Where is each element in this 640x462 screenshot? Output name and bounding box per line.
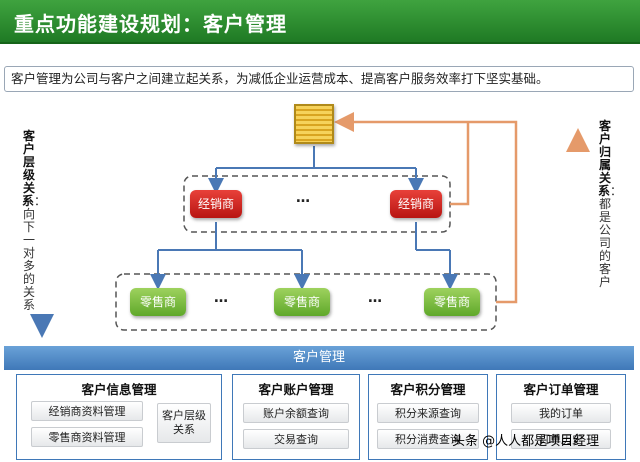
retailer-node: 零售商 bbox=[130, 288, 186, 316]
left-note-title: 客户层级关系 bbox=[22, 129, 35, 208]
left-note: 客户层级关系：向下一对多的关系 bbox=[22, 129, 46, 312]
right-note-title: 客户归属关系 bbox=[598, 119, 611, 198]
retailer-node: 零售商 bbox=[274, 288, 330, 316]
watermark: 头条 @人人都是项目经理 bbox=[452, 434, 600, 449]
distributor-node: 经销商 bbox=[190, 190, 242, 218]
order-history-button[interactable]: 订单历史 bbox=[511, 429, 611, 449]
panel-customer-orders: 客户订单管理 我的订单 订单历史 bbox=[496, 374, 626, 460]
right-note-text: ：都是公司的客户 bbox=[598, 184, 623, 289]
company-icon bbox=[294, 104, 334, 144]
points-source-button[interactable]: 积分来源查询 bbox=[377, 403, 479, 423]
feedback-arrow bbox=[334, 112, 518, 304]
panel-title: 客户积分管理 bbox=[390, 382, 466, 397]
transaction-query-button[interactable]: 交易查询 bbox=[243, 429, 349, 449]
right-note: 客户归属关系：都是公司的客户 bbox=[598, 119, 622, 289]
distributor-profile-button[interactable]: 经销商资料管理 bbox=[31, 401, 143, 421]
retailer-profile-button[interactable]: 零售商资料管理 bbox=[31, 427, 143, 447]
panel-customer-info: 客户信息管理 经销商资料管理 零售商资料管理 客户层级关系 bbox=[16, 374, 222, 460]
page-header: 重点功能建设规划：客户管理 bbox=[0, 0, 640, 44]
panel-title: 客户信息管理 bbox=[81, 382, 157, 397]
panel-customer-points: 客户积分管理 积分来源查询 积分消费查询 bbox=[368, 374, 488, 460]
points-spending-button[interactable]: 积分消费查询 bbox=[377, 429, 479, 449]
panel-title: 客户订单管理 bbox=[523, 382, 599, 397]
hierarchy-button[interactable]: 客户层级关系 bbox=[157, 403, 211, 443]
ellipsis: … bbox=[296, 190, 311, 206]
distributor-node: 经销商 bbox=[390, 190, 442, 218]
feedback-arrow bbox=[450, 122, 470, 206]
page-title: 重点功能建设规划：客户管理 bbox=[14, 12, 287, 36]
panel-title: 客户账户管理 bbox=[258, 382, 334, 397]
ellipsis: … bbox=[214, 290, 229, 306]
ellipsis: … bbox=[368, 290, 383, 306]
my-orders-button[interactable]: 我的订单 bbox=[511, 403, 611, 423]
panel-customer-account: 客户账户管理 账户余额查询 交易查询 bbox=[232, 374, 360, 460]
customer-management-bar: 客户管理 bbox=[4, 346, 634, 370]
intro-text: 客户管理为公司与客户之间建立起关系，为减低企业运营成本、提高客户服务效率打下坚实… bbox=[4, 66, 634, 92]
balance-query-button[interactable]: 账户余额查询 bbox=[243, 403, 349, 423]
retailer-node: 零售商 bbox=[424, 288, 480, 316]
